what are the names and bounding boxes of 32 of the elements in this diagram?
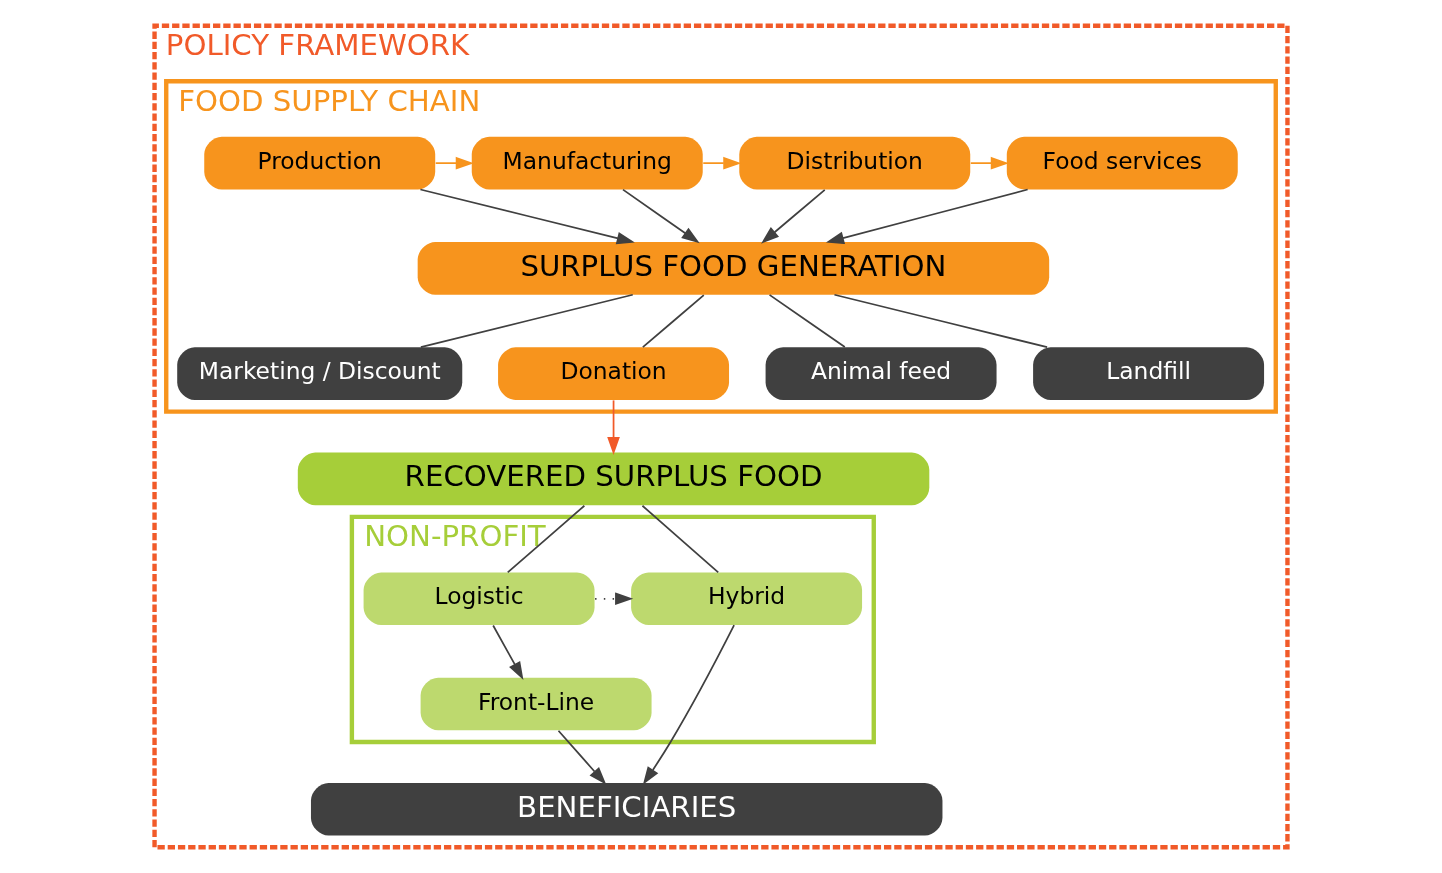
arrow xyxy=(702,156,742,170)
connector xyxy=(420,293,634,349)
connector xyxy=(768,294,846,348)
node-box: Marketing / Discount xyxy=(177,347,463,400)
node-box: Landfill xyxy=(1033,347,1265,400)
arrow xyxy=(825,188,1029,245)
node-box: Distribution xyxy=(739,136,971,190)
connector xyxy=(641,294,705,349)
node-box: Manufacturing xyxy=(471,136,703,190)
node-box: Animal feed xyxy=(765,347,997,400)
node-box: RECOVERED SURPLUS FOOD xyxy=(297,452,930,506)
arrow xyxy=(492,624,524,680)
node-box: Donation xyxy=(498,347,730,400)
arrow xyxy=(434,156,474,170)
node-box: Production xyxy=(204,136,436,190)
node-box: Hybrid xyxy=(631,572,863,626)
connector xyxy=(506,504,586,574)
arrow xyxy=(607,399,620,456)
arrow xyxy=(419,188,635,245)
connector xyxy=(641,504,720,574)
arrow xyxy=(969,156,1009,170)
arrow xyxy=(622,188,700,244)
node-box: Front-Line xyxy=(420,677,652,731)
arrow xyxy=(761,189,826,244)
arrow xyxy=(594,592,634,606)
node-box: Logistic xyxy=(363,572,595,626)
arrow xyxy=(642,624,735,785)
connector xyxy=(833,293,1048,349)
node-box: SURPLUS FOOD GENERATION xyxy=(417,242,1050,295)
node-box: BENEFICIARIES xyxy=(310,782,943,836)
arrow xyxy=(557,729,607,785)
node-box: Food services xyxy=(1006,136,1238,190)
